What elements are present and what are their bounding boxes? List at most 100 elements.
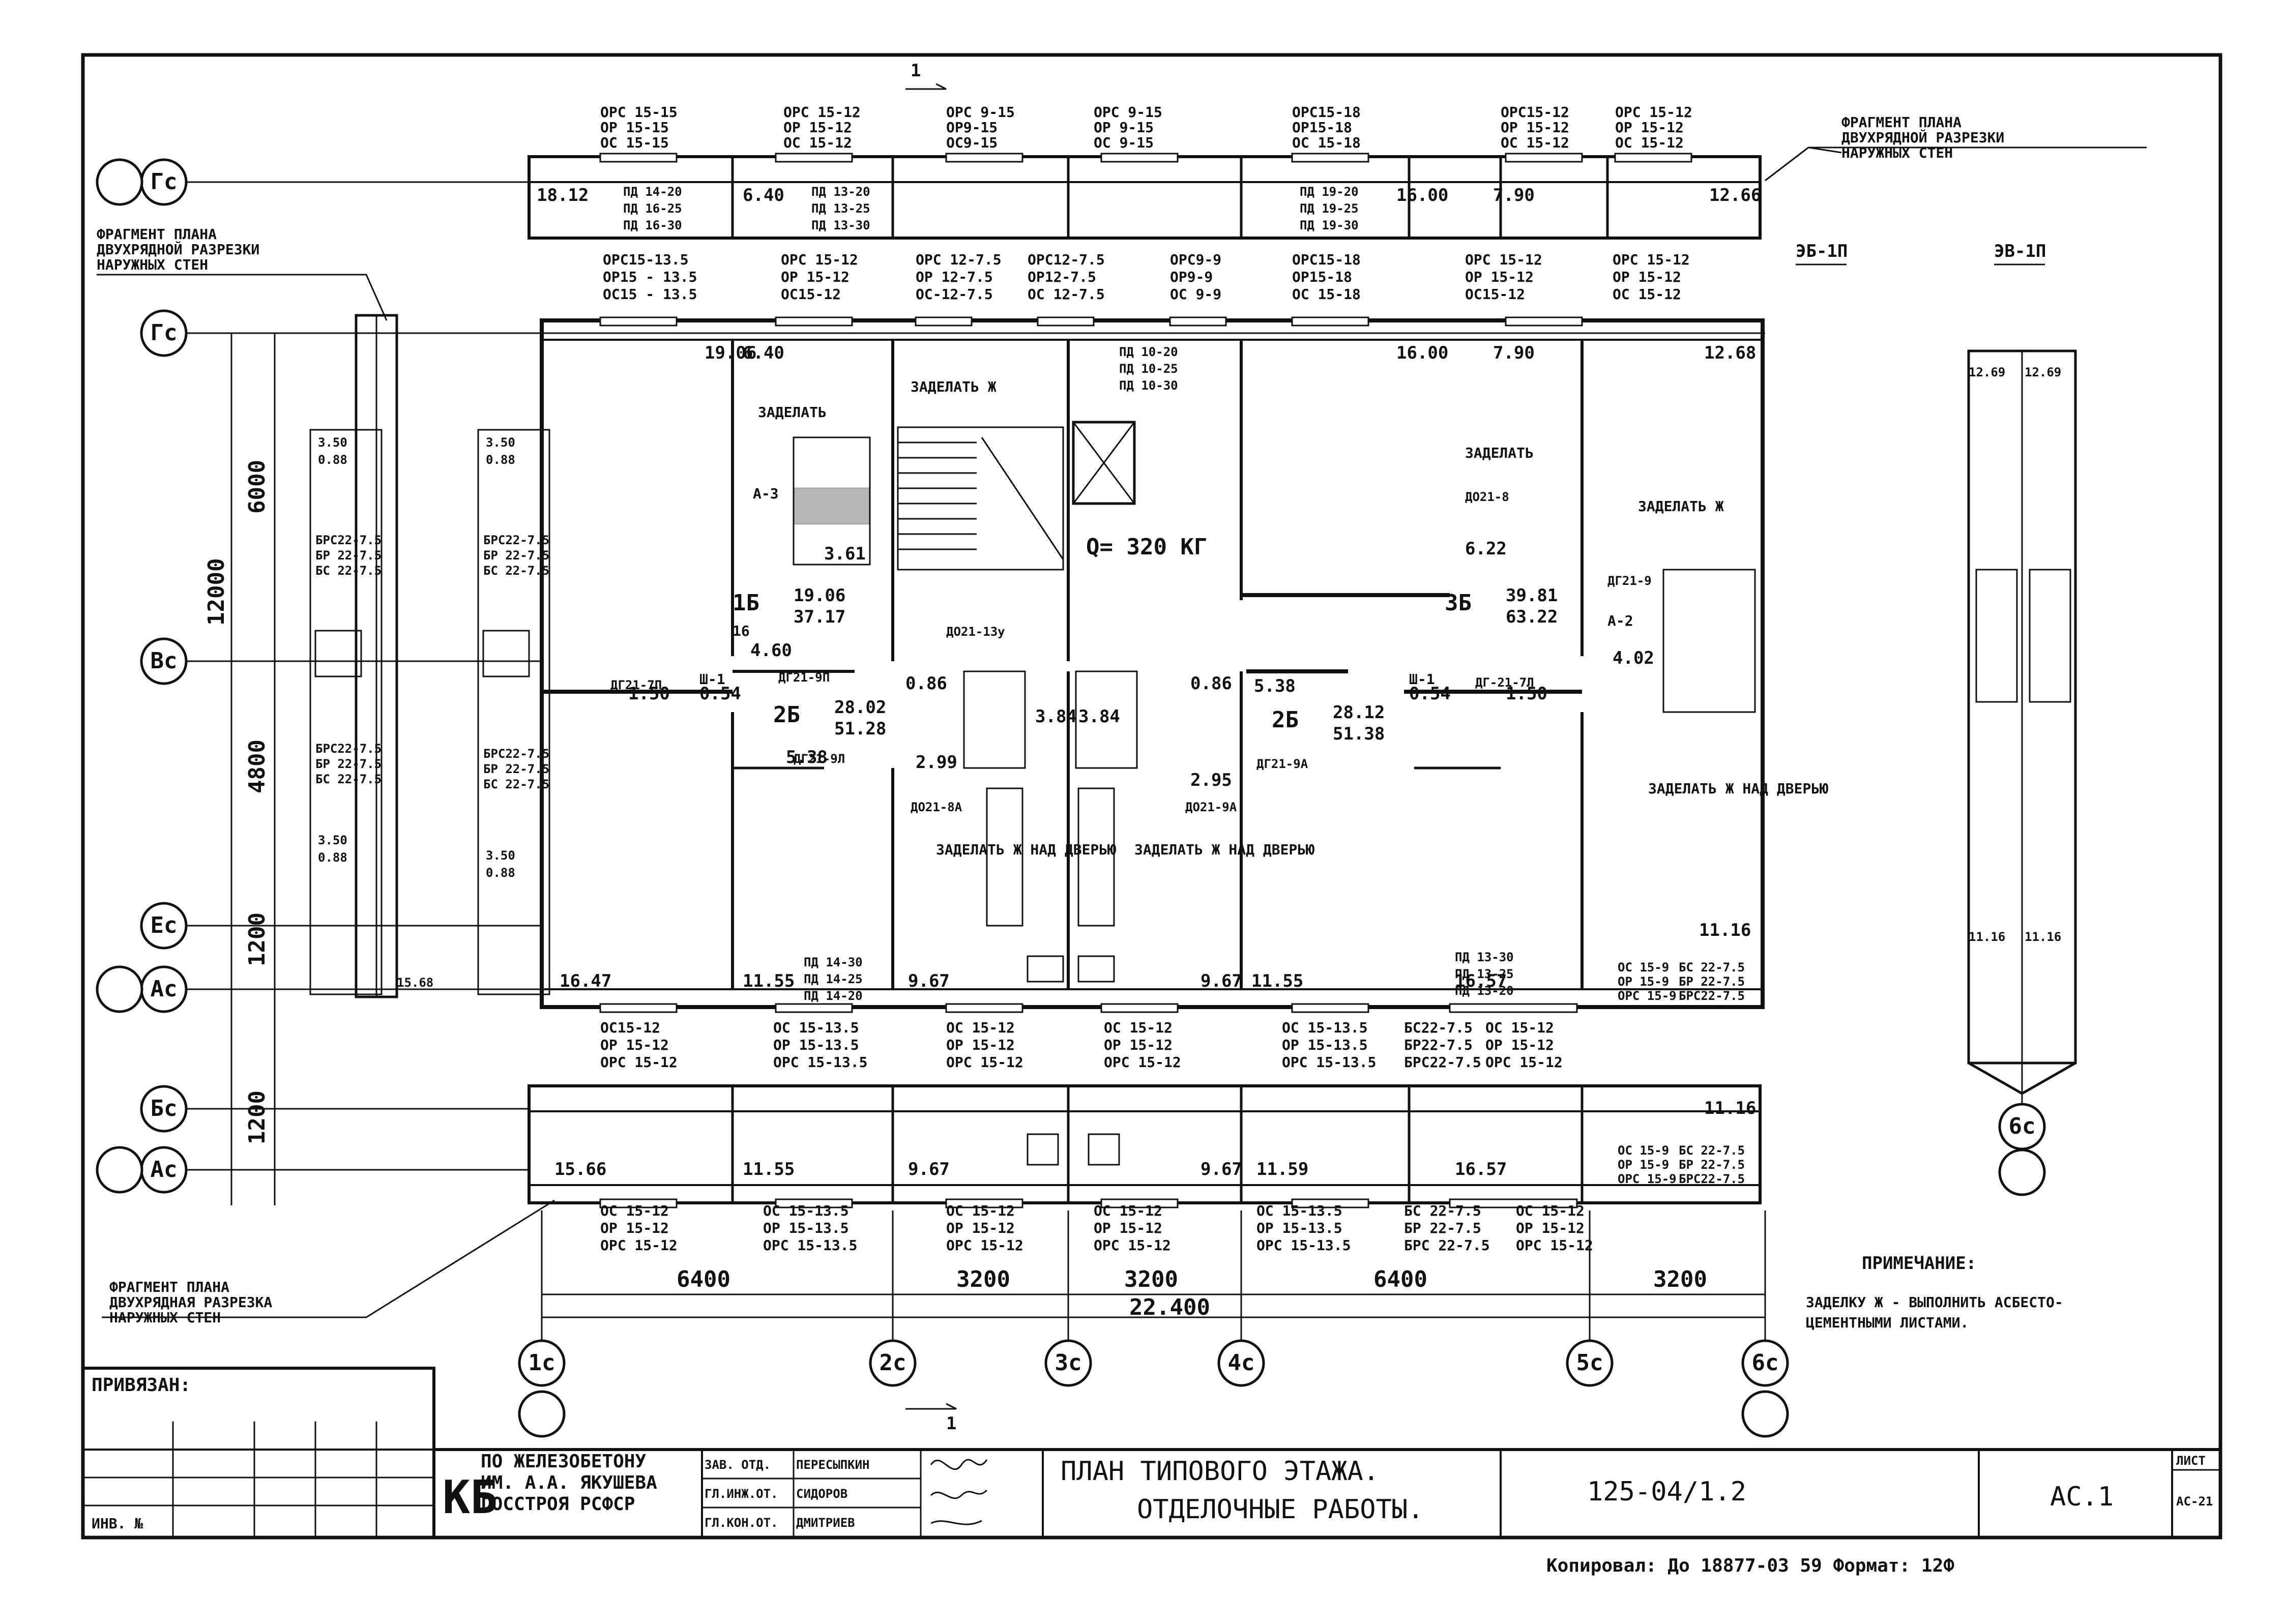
- room-area: 3.50: [486, 435, 515, 450]
- window-label-mid: ОР 15-13.5: [1282, 1037, 1368, 1053]
- window-label-top: ОРС 15-12: [783, 104, 861, 121]
- window-label-bottom: ОС 15-12: [946, 1202, 1015, 1219]
- window-label-mid: ОС 15-12: [1485, 1019, 1554, 1036]
- door-label: ПД 14-30: [804, 955, 863, 969]
- window-label-bottom: ОР 15-13.5: [1256, 1220, 1342, 1236]
- note-zadelat: ЗАДЕЛАТЬ Ж: [911, 378, 997, 395]
- window-label-top: ОР 15-12: [1615, 119, 1684, 136]
- dimension-value: 3200: [1124, 1266, 1178, 1292]
- room-area: 0.88: [318, 453, 347, 467]
- door-label: ПД 19-30: [1300, 218, 1359, 232]
- building-walls: [528, 155, 1765, 1204]
- window-label-upper: ОР 15-12: [1465, 269, 1534, 285]
- window-label-right: ОС 15-9: [1618, 960, 1669, 975]
- room-area: 16.47: [560, 971, 611, 991]
- room-area: 6.40: [743, 185, 784, 205]
- title-block-name: ДМИТРИЕВ: [796, 1516, 855, 1530]
- window-label-top: ОР 15-12: [783, 119, 852, 136]
- window-label-bottom: ОРС 15-13.5: [1256, 1237, 1351, 1254]
- sanitary-blocks: [793, 436, 1756, 1166]
- window-label-upper: ОС 15-12: [1613, 286, 1681, 303]
- room-area: 9.67: [908, 971, 950, 991]
- fragment-label: ФРАГМЕНТ ПЛАНА: [97, 226, 217, 243]
- title-block-org: ИМ. А.А. ЯКУШЕВА: [481, 1472, 657, 1493]
- column-axis-bubble: [1044, 1339, 1092, 1387]
- door-label: ДГ-21-7Л: [1475, 675, 1534, 690]
- room-number: 1Б: [733, 590, 759, 616]
- balcony-label: БР 22-7.5: [315, 548, 382, 563]
- window-label-top: ОР 15-12: [1501, 119, 1569, 136]
- dimension-total: 22.400: [1129, 1294, 1210, 1320]
- room-area: 0.86: [1190, 673, 1232, 694]
- window-label-mid: ОР 15-12: [1485, 1037, 1554, 1053]
- room-area: 19.06: [705, 343, 756, 363]
- window-label-upper: ОР12-7.5: [1028, 269, 1096, 285]
- window-label-bottom: ОРС 15-12: [946, 1237, 1023, 1254]
- cut-mark: 1: [946, 1413, 956, 1434]
- window-label-upper: ОС 9-9: [1170, 286, 1221, 303]
- room-area: 12.69: [2025, 365, 2061, 379]
- column-axis-bubble-label: 1с: [529, 1350, 555, 1376]
- column-axis-bubble-label: 3с: [1055, 1350, 1082, 1376]
- window-label-bottom: ОР 15-12: [1516, 1220, 1585, 1236]
- room-area: 18.12: [537, 185, 589, 205]
- dimension-value: 1200: [244, 912, 270, 966]
- window-label-mid: ОРС 15-12: [600, 1054, 678, 1071]
- window-label-right: ОРС 15-9: [1618, 989, 1677, 1003]
- door-label: ДО21-9А: [1185, 800, 1237, 814]
- small-label: Ш-1: [699, 671, 725, 688]
- door-label: ПД 13-25: [811, 201, 870, 216]
- room-area: 5.38: [1254, 676, 1296, 696]
- window-label-mid: ОРС 15-12: [946, 1054, 1023, 1071]
- room-total-area: 63.22: [1506, 607, 1558, 627]
- dimension-value: 1200: [244, 1090, 270, 1144]
- title-block-name: СИДОРОВ: [796, 1487, 847, 1501]
- room-area: 0.88: [486, 866, 515, 880]
- row-axis-bubble-label: Гс: [151, 320, 178, 346]
- room-area: 11.16: [1969, 930, 2005, 944]
- row-axis-bubble: [140, 1085, 188, 1133]
- balcony-label: БР 22-7.5: [483, 762, 549, 776]
- balcony-label: БРС22-7.5: [315, 742, 382, 756]
- window-label-upper: ОРС 12-7.5: [916, 251, 1002, 268]
- window-label-right: ОР 15-9: [1618, 975, 1669, 989]
- room-area: 3.84: [1078, 706, 1120, 727]
- window-label-top: ОРС 9-15: [1094, 104, 1162, 121]
- window-label-bottom: БР 22-7.5: [1404, 1220, 1481, 1236]
- fragment-label: НАРУЖНЫХ СТЕН: [109, 1309, 221, 1326]
- door-label: ДО21-8: [1465, 490, 1509, 504]
- title-block-title: ПЛАН ТИПОВОГО ЭТАЖА.: [1061, 1456, 1379, 1487]
- row-axis-bubble: [140, 637, 188, 685]
- room-area: 3.50: [318, 435, 347, 450]
- room-number: 3Б: [1445, 590, 1472, 616]
- window-label-top: ОС 15-12: [1615, 134, 1684, 151]
- window-label-upper: ОРС 15-12: [781, 251, 858, 268]
- window-label-mid: ОР 15-12: [946, 1037, 1015, 1053]
- door-label: ПД 13-30: [811, 218, 870, 232]
- window-label-right: БР 22-7.5: [1679, 1158, 1745, 1172]
- title-block-title: ОТДЕЛОЧНЫЕ РАБОТЫ.: [1137, 1494, 1424, 1525]
- window-label-bottom: ОР 15-13.5: [763, 1220, 849, 1236]
- dimension-value: 4800: [244, 740, 270, 793]
- title-block-role: ГЛ.КОН.ОТ.: [705, 1516, 778, 1530]
- room-area: 6.40: [743, 343, 784, 363]
- room-area: 11.16: [1699, 920, 1751, 940]
- window-label-mid: ОС 15-12: [946, 1019, 1015, 1036]
- window-label-top: ОС 9-15: [1094, 134, 1154, 151]
- column-axis-bubble-label: 6с: [1752, 1350, 1779, 1376]
- window-label-top: ОС 15-18: [1292, 134, 1361, 151]
- window-label-top: ОРС 15-15: [600, 104, 678, 121]
- room-area: 11.59: [1256, 1159, 1308, 1179]
- door-label: ДГ21-9Л: [794, 752, 845, 766]
- signature-2: [930, 1489, 988, 1499]
- room-area: 11.55: [743, 971, 795, 991]
- door-label: ПД 16-25: [623, 201, 682, 216]
- column-axis-bubble: [869, 1339, 917, 1387]
- window-label-bottom: ОС 15-12: [1094, 1202, 1162, 1219]
- window-label-upper: ОР9-9: [1170, 269, 1213, 285]
- column-axis-bubble: [518, 1339, 566, 1387]
- window-label-upper: ОР 12-7.5: [916, 269, 993, 285]
- room-total-area: 51.38: [1333, 724, 1385, 744]
